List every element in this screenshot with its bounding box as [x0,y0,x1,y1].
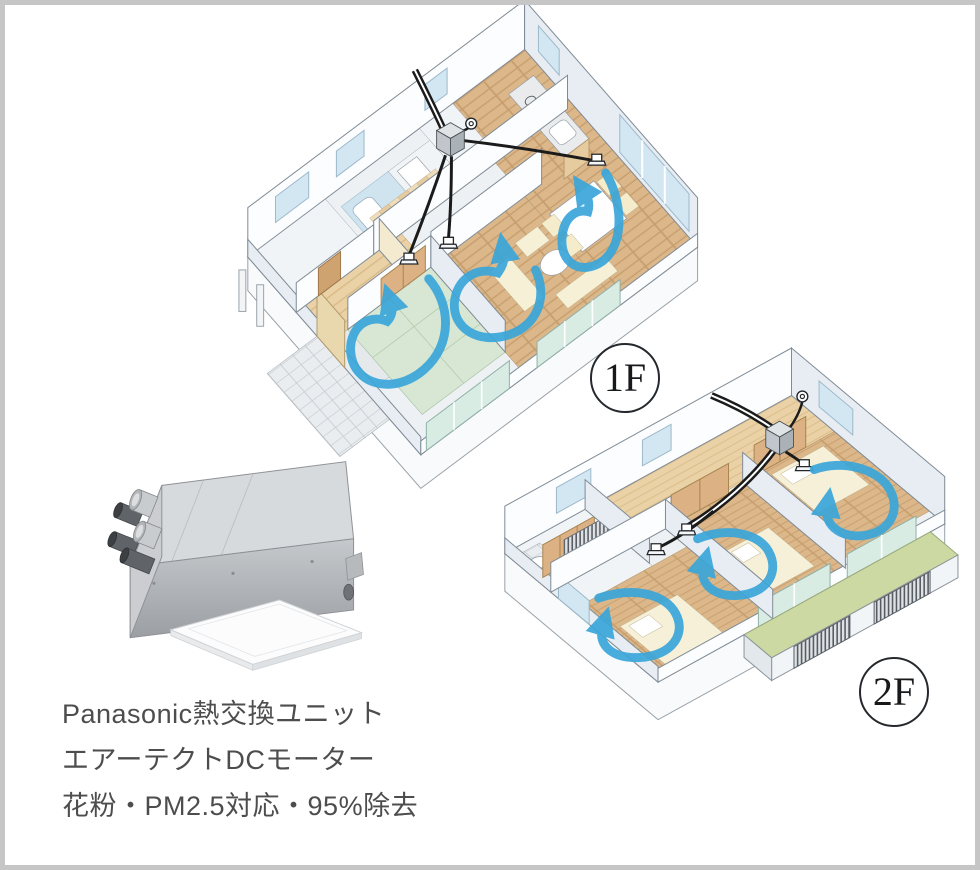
ventilation-diagram [107,5,959,721]
heat-exchange-unit-icon [436,122,465,157]
airflow-arrow-dining [557,168,624,272]
ceiling-vent-icon [465,117,478,130]
glass-mullions [563,300,594,347]
caption-line-motor: エアーテクトDCモーター [62,745,376,775]
duct [408,154,447,254]
dining-window [619,113,690,233]
heat-exchange-unit-icon [765,420,794,456]
railing-slats [793,614,851,670]
window [641,423,672,467]
railing-slats [873,570,931,625]
caption-line-filter: 花粉・PM2.5対応・95%除去 [62,791,419,821]
airflow-arrow-bedroom-a [585,588,684,662]
ducts-1f [399,68,607,265]
hall-duct-split [687,447,777,528]
tatami-living-wall [430,234,506,354]
airflow-arrow-tatami [346,274,450,389]
airflow-arrow-living [449,232,546,343]
duct-ports [107,489,163,575]
ceiling-vent-icon [796,390,809,403]
duct-port-large [133,520,163,550]
floor-badge-1f: 1F [590,343,660,413]
duct [447,156,453,239]
window-mullions [641,140,666,204]
airflow-2f [585,460,899,662]
floor-badge-1f-label: 1F [603,355,647,400]
window [275,170,310,224]
kitchen-window [537,24,560,77]
floorplan-2f [504,346,959,721]
window [555,467,592,515]
duct [462,138,593,162]
airflow-1f [346,168,624,389]
ducts-2f [646,390,814,556]
product-caption: Panasonic熱交換ユニット エアーテクトDCモーター 花粉・PM2.5対応… [62,691,418,829]
top-seams [171,474,254,562]
ceiling-panel [169,599,364,671]
floorplan-1f [238,5,698,490]
window [335,129,365,178]
interior-wall [373,74,568,256]
side-duct-stub [343,583,354,601]
back-left-wall [247,5,526,259]
front-screws [152,559,314,585]
airflow-arrow-bedroom-c [809,460,899,541]
panel-grille-line [187,603,349,657]
caption-line-product: Panasonic熱交換ユニット [62,699,386,729]
product-photo-heat-exchange-unit [107,461,364,671]
floor-badge-2f: 2F [859,657,929,727]
walls-2f [504,346,946,684]
balcony [743,531,959,682]
storage-door [317,250,342,297]
main-duct-split [711,394,775,430]
kitchen-sink [547,118,577,146]
duct-port-large [129,489,159,518]
main-duct-split [413,69,445,130]
glass-mullions [453,381,483,430]
balcony-end-wall [743,633,773,682]
mounting-bracket [345,552,364,581]
duct-port-dark [119,547,156,575]
airflow-arrow-bedroom-b [686,528,778,600]
floor-badge-2f-label: 2F [872,669,916,714]
window [818,379,854,437]
porch-post [238,269,247,312]
entrance-door [316,287,346,370]
porch-post [256,284,265,327]
